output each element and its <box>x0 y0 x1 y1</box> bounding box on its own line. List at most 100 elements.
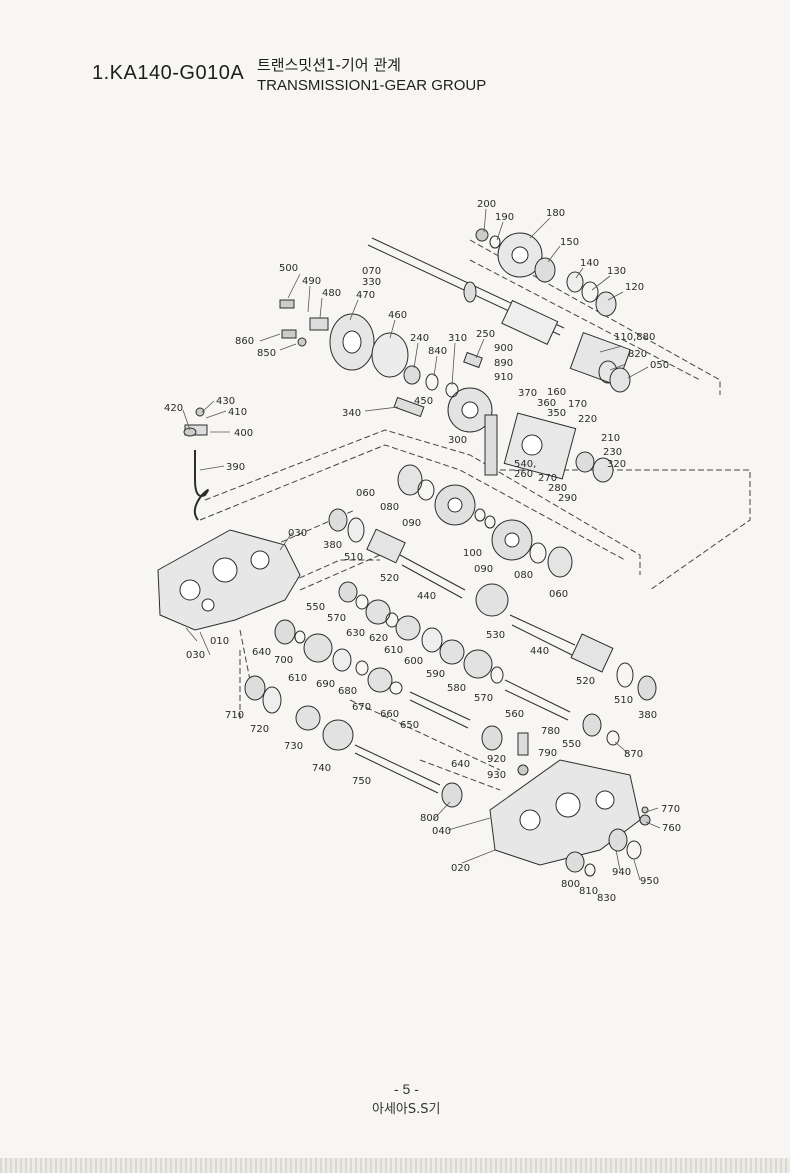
title-korean: 트랜스밋션1-기어 관계 <box>257 56 401 74</box>
part-label: 300 <box>448 435 467 446</box>
part-label: 680 <box>338 686 357 697</box>
right-transmission-case <box>489 759 651 877</box>
part-label: 780 <box>541 726 560 737</box>
part-label: 010 <box>210 636 229 647</box>
page-number: - 5 - <box>394 1081 419 1097</box>
part-label: 290 <box>558 493 577 504</box>
part-label: 040 <box>432 826 451 837</box>
part-label: 400 <box>234 428 253 439</box>
part-label: 030 <box>288 528 307 539</box>
part-label: 440 <box>417 591 436 602</box>
part-label: 590 <box>426 669 445 680</box>
brake-drum <box>279 299 409 378</box>
left-transmission-case <box>157 529 301 631</box>
part-label: 420 <box>164 403 183 414</box>
part-label: 190 <box>495 212 514 223</box>
part-label: 640 <box>252 647 271 658</box>
leader-lines <box>182 208 661 881</box>
part-label: 210 <box>601 433 620 444</box>
part-label: 920 <box>487 754 506 765</box>
part-label: 490 <box>302 276 321 287</box>
part-label: 090 <box>474 564 493 575</box>
part-label: 510 <box>344 552 363 563</box>
part-label: 100 <box>463 548 482 559</box>
part-label: 540, <box>514 459 536 470</box>
sprocket-180 <box>475 228 617 317</box>
part-label: 070 <box>362 266 381 277</box>
part-label: 430 <box>216 396 235 407</box>
part-label: 130 <box>607 266 626 277</box>
part-label: 150 <box>560 237 579 248</box>
part-label: 090 <box>402 518 421 529</box>
part-label: 500 <box>279 263 298 274</box>
part-label: 450 <box>414 396 433 407</box>
part-label: 160 <box>547 387 566 398</box>
part-label: 020 <box>451 863 470 874</box>
part-label: 180 <box>546 208 565 219</box>
gear-300 <box>393 351 493 433</box>
part-label: 730 <box>284 741 303 752</box>
part-label: 080 <box>514 570 533 581</box>
part-label: 250 <box>476 329 495 340</box>
part-label: 360 <box>537 398 556 409</box>
part-label: 380 <box>638 710 657 721</box>
part-label: 410 <box>228 407 247 418</box>
part-label: 060 <box>549 589 568 600</box>
part-label: 930 <box>487 770 506 781</box>
part-label: 610 <box>288 673 307 684</box>
part-label: 670 <box>352 702 371 713</box>
part-label: 570 <box>327 613 346 624</box>
part-label: 390 <box>226 462 245 473</box>
title-english: TRANSMISSION1-GEAR GROUP <box>257 77 487 94</box>
lower-gear-cluster <box>244 581 620 808</box>
part-label: 550 <box>306 602 325 613</box>
part-label: 720 <box>250 724 269 735</box>
part-label: 800 <box>561 879 580 890</box>
part-label: 640 <box>451 759 470 770</box>
part-label: 630 <box>346 628 365 639</box>
part-label: 370 <box>518 388 537 399</box>
part-label: 270 <box>538 473 557 484</box>
part-label: 850 <box>257 348 276 359</box>
part-label: 800 <box>420 813 439 824</box>
part-label: 510 <box>614 695 633 706</box>
part-label: 770 <box>661 804 680 815</box>
part-label: 790 <box>538 748 557 759</box>
part-label: 520 <box>380 573 399 584</box>
part-label: 380 <box>323 540 342 551</box>
part-label: 950 <box>640 876 659 887</box>
footer-brand: 아세아S.S기 <box>372 1102 441 1117</box>
part-label: 580 <box>447 683 466 694</box>
part-label: 170 <box>568 399 587 410</box>
part-label: 900 <box>494 343 513 354</box>
part-label: 560 <box>505 709 524 720</box>
part-label: 440 <box>530 646 549 657</box>
part-label: 260 <box>514 469 533 480</box>
part-label: 570 <box>474 693 493 704</box>
part-number-labels: 200 190 180 150 140 130 120 070 330 500 … <box>164 199 681 904</box>
part-label: 600 <box>404 656 423 667</box>
part-label: 910 <box>494 372 513 383</box>
part-label: 700 <box>274 655 293 666</box>
part-label: 610 <box>384 645 403 656</box>
assembly-guide-lines <box>199 239 751 791</box>
part-label: 810 <box>579 886 598 897</box>
part-label: 740 <box>312 763 331 774</box>
part-label: 220 <box>578 414 597 425</box>
part-label: 860 <box>235 336 254 347</box>
part-label: 660 <box>380 709 399 720</box>
part-label: 350 <box>547 408 566 419</box>
part-label: 870 <box>624 749 643 760</box>
part-label: 840 <box>428 346 447 357</box>
part-label: 110,880 <box>614 332 655 343</box>
part-label: 310 <box>448 333 467 344</box>
part-label: 120 <box>625 282 644 293</box>
part-label: 750 <box>352 776 371 787</box>
part-label: 710 <box>225 710 244 721</box>
part-label: 050 <box>650 360 669 371</box>
part-label: 520 <box>576 676 595 687</box>
bearing-housing <box>484 332 631 483</box>
counter-shaft-gears <box>397 464 573 578</box>
part-label: 140 <box>580 258 599 269</box>
